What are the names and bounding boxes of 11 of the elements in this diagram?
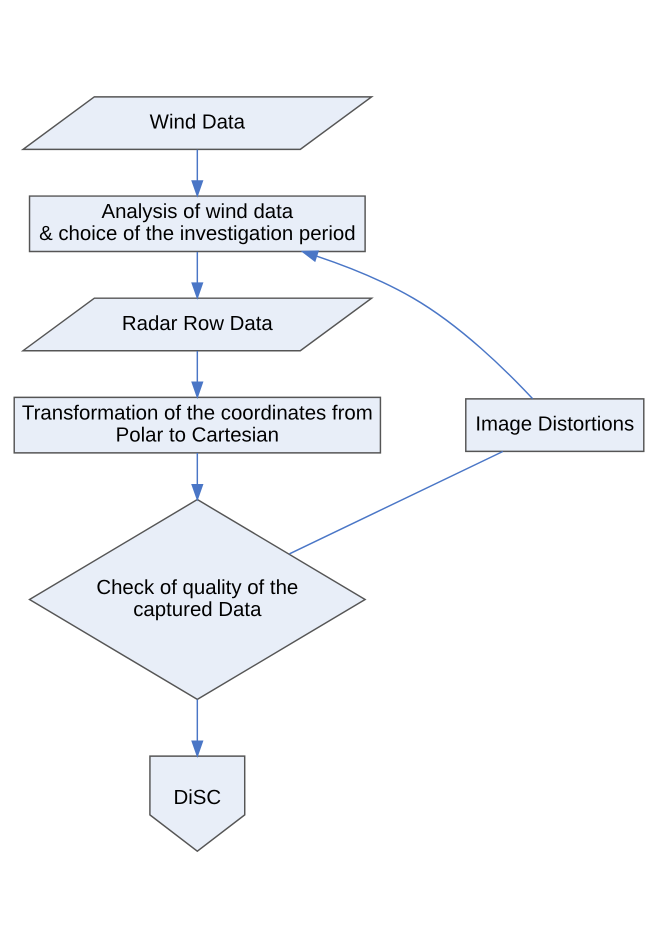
node-box: Image Distortions	[465, 398, 645, 452]
arrow	[191, 452, 204, 501]
node-box: Transformation of the coordinates from Polar to Cartesian	[13, 396, 382, 454]
arrow	[191, 350, 204, 399]
connector	[289, 450, 504, 554]
node-diamond: Check of quality of the captured Data	[28, 498, 367, 700]
node-box: Analysis of wind data & choice of the investigation period	[28, 194, 366, 252]
arrow	[300, 250, 534, 399]
arrow	[191, 149, 204, 198]
arrow	[191, 251, 204, 300]
arrow	[191, 699, 204, 758]
